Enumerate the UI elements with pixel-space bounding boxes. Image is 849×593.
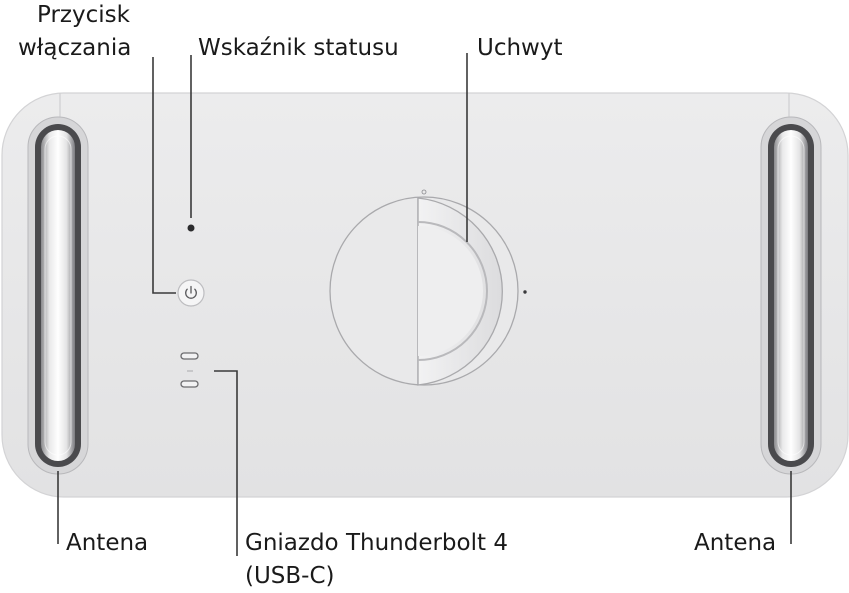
thunderbolt-label: Gniazdo Thunderbolt 4	[245, 530, 508, 556]
callout-power-button	[152, 57, 176, 294]
power-icon	[185, 285, 197, 299]
callout-thunderbolt	[214, 370, 238, 556]
status-indicator-label: Wskaźnik statusu	[198, 35, 399, 61]
antenna-left-label: Antena	[66, 530, 149, 556]
usb-c-port-icon	[180, 380, 199, 388]
power-button[interactable]	[177, 279, 205, 307]
status-indicator-light	[187, 224, 195, 232]
usb-c-port-icon	[180, 352, 199, 360]
power-button-label-line2: włączania	[18, 35, 132, 61]
power-button-label: Przycisk	[37, 2, 130, 28]
antenna-right	[760, 116, 822, 475]
thunderbolt-ports	[180, 352, 199, 388]
callout-lines	[57, 53, 792, 556]
antenna-right-label: Antena	[694, 530, 777, 556]
thunderbolt-label-line2: (USB-C)	[245, 563, 335, 589]
handle-label: Uchwyt	[477, 35, 563, 61]
handle	[329, 189, 527, 386]
antenna-left	[27, 116, 89, 475]
